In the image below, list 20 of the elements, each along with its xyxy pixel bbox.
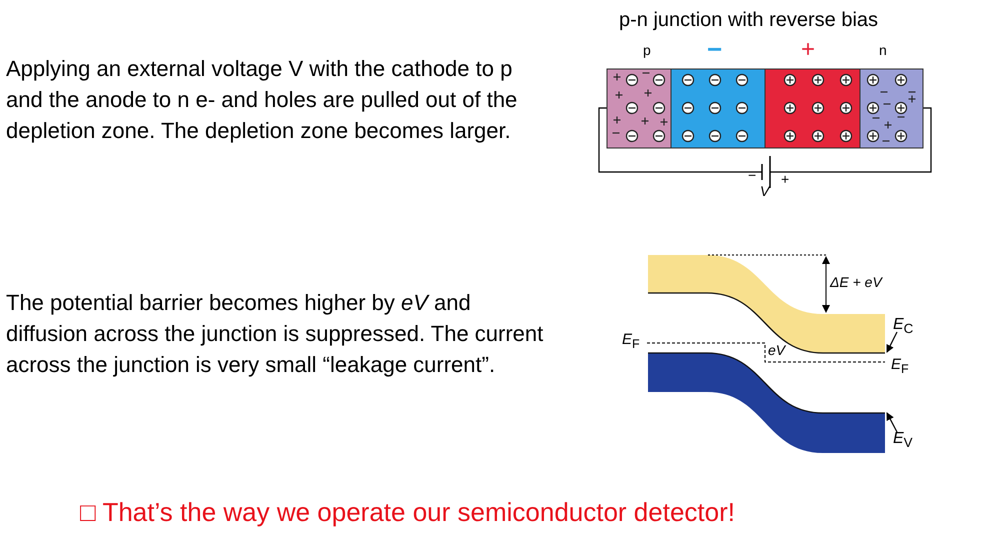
note: □ That’s the way we operate our semiconductor detector! — [80, 497, 735, 528]
charge-sign: − — [707, 34, 722, 65]
energy-label: E$_{C}$ — [893, 316, 914, 336]
region-label: n — [879, 42, 887, 58]
charge-sign: + — [801, 36, 816, 64]
leader-line — [886, 332, 898, 353]
energy-label: E$_{F}$ — [891, 356, 909, 376]
voltage-label: V — [760, 183, 770, 199]
dimension-label: ΔE + eV — [830, 274, 882, 290]
diagram-title: p-n junction with reverse bias — [619, 9, 878, 32]
region-label: p — [643, 42, 651, 58]
paragraph: Applying an external voltage V with the cathode to p and the anode to n e- and holes are pulled out of the depletion zone. The depletion zone becomes larger. — [6, 55, 518, 145]
energy-label: eV — [768, 342, 786, 358]
energy-label: E$_{V}$ — [893, 430, 913, 450]
battery-sign: + — [781, 171, 790, 187]
battery-sign: − — [748, 167, 756, 183]
energy-label: E$_{F}$ — [622, 331, 640, 351]
paragraph: The potential barrier becomes higher by eV and diffusion across the junction is suppressed. The current across the junction is very small “leakage current”. — [6, 289, 544, 379]
energy-band — [648, 255, 885, 354]
leader-line — [886, 412, 898, 432]
